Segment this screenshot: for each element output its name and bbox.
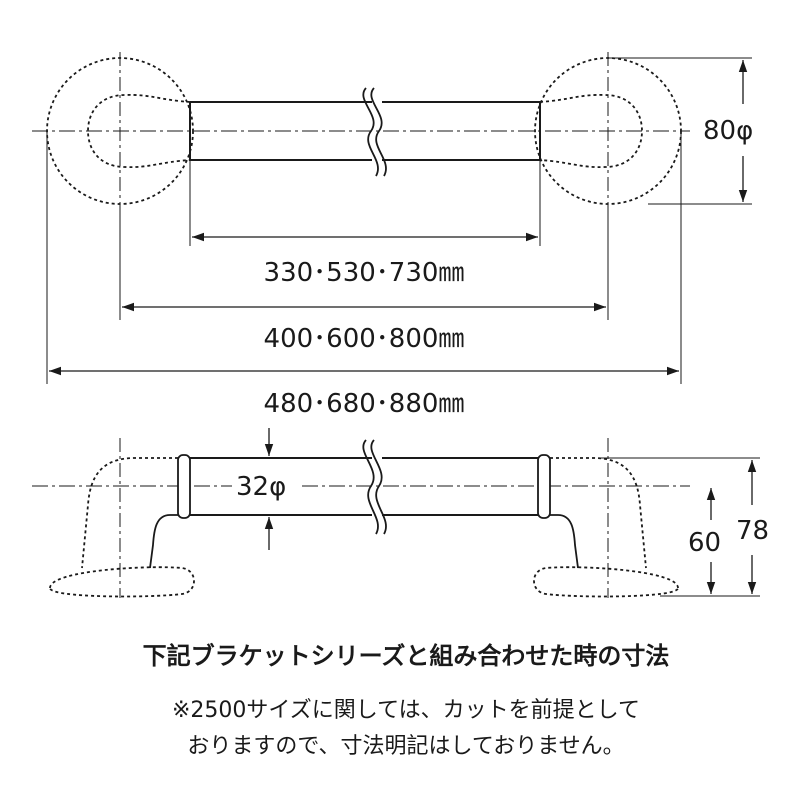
left-collar	[177, 454, 191, 519]
bar-break-mark-2	[370, 87, 387, 177]
left-base-plate	[49, 566, 195, 598]
right-bracket-neck	[539, 94, 643, 168]
side-break-mark-2	[370, 439, 387, 535]
right-bracket-body	[544, 457, 647, 569]
dim-label-78: 78	[736, 516, 769, 546]
dim-label-80-phi: 80φ	[703, 116, 753, 146]
side-break-mark-1	[362, 439, 379, 535]
dim-label-center-length: 400･600･800㎜	[264, 324, 465, 354]
left-bracket-inner	[149, 514, 184, 569]
right-bracket-inner	[544, 514, 579, 569]
dim-label-60: 60	[688, 528, 721, 558]
right-base-plate	[533, 566, 679, 598]
top-dimension-arrows	[49, 60, 748, 376]
side-dimension-arrows	[264, 428, 757, 594]
caption-note-line-2: おりますので、寸法明記はしておりません。	[187, 734, 625, 759]
label-32-backdrop	[232, 470, 298, 502]
left-bracket-body	[81, 457, 184, 569]
left-bracket-neck	[87, 94, 191, 168]
dim-label-32-phi: 32φ	[236, 472, 286, 502]
top-view	[32, 52, 752, 384]
dim-label-overall-length: 480･680･880㎜	[264, 389, 465, 419]
caption-note-line-1: ※2500サイズに関しては、カットを前提として	[171, 698, 640, 723]
right-collar	[537, 454, 551, 519]
bar-break-mark-1	[362, 87, 379, 177]
side-view	[32, 438, 760, 598]
dim-label-inner-length: 330･530･730㎜	[264, 258, 465, 288]
caption-title: 下記ブラケットシリーズと組み合わせた時の寸法	[142, 642, 670, 670]
